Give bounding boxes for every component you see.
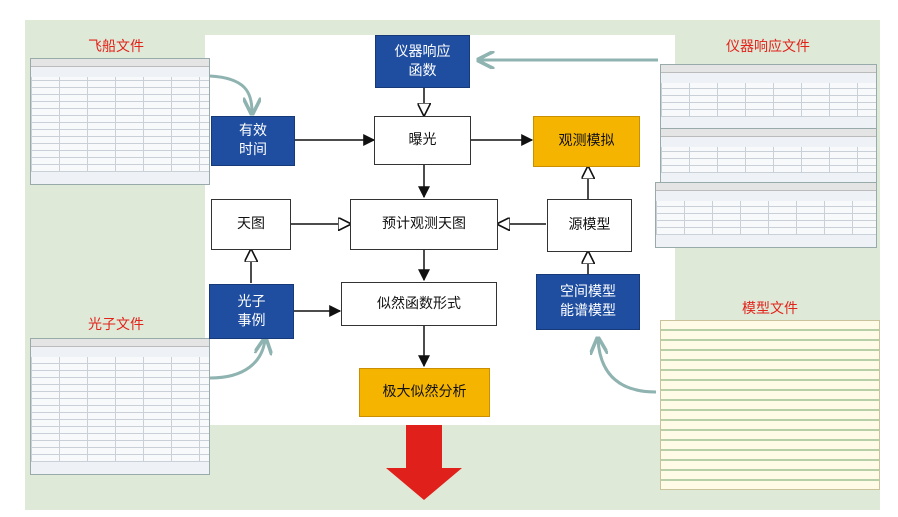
model-file-label: 模型文件	[742, 301, 798, 317]
output-arrow	[386, 425, 462, 500]
instrument-response-function-node: 仪器响应 函数	[375, 35, 470, 88]
exposure-node: 曝光	[374, 116, 471, 165]
spatial-spectral-model-node: 空间模型 能谱模型	[536, 274, 640, 330]
maximum-likelihood-analysis-node: 极大似然分析	[359, 368, 490, 417]
photon-to-events-arrow	[209, 340, 265, 380]
irf-file-label: 仪器响应文件	[726, 39, 810, 55]
predicted-observation-sky-node: 预计观测天图	[350, 199, 498, 250]
photon-file-label: 光子文件	[88, 317, 144, 333]
observation-simulation-node: 观测模拟	[533, 116, 640, 167]
irf-file-thumbnail-3	[655, 182, 877, 248]
irf-file-thumbnail-1	[660, 64, 877, 130]
model-file-thumbnail	[660, 320, 880, 490]
likelihood-function-form-node: 似然函数形式	[341, 282, 497, 326]
effective-time-node: 有效 时间	[211, 116, 295, 166]
irf-file-thumbnail-2	[660, 128, 877, 186]
model-file-to-spatial-arrow	[598, 340, 657, 394]
sky-map-node: 天图	[211, 199, 291, 250]
photon-file-thumbnail	[30, 338, 210, 475]
spacecraft-file-thumbnail	[30, 58, 210, 185]
spacecraft-file-label: 飞船文件	[88, 39, 144, 55]
photon-events-node: 光子 事例	[209, 284, 294, 339]
source-model-node: 源模型	[547, 199, 632, 252]
spacecraft-to-effective-time-arrow	[209, 74, 252, 112]
